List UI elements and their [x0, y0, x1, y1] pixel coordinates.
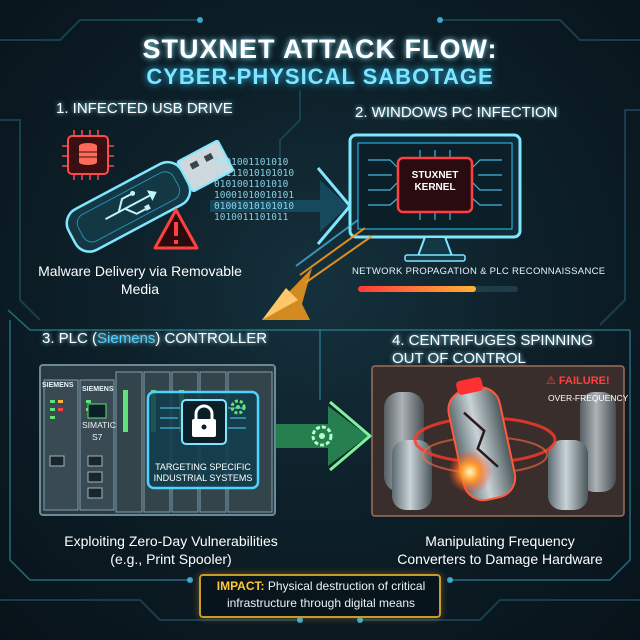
kernel-label-line-2: KERNEL	[414, 182, 456, 193]
kernel-label-line-1: STUXNET	[411, 170, 459, 181]
centrifuge-bank	[384, 392, 616, 510]
binary-text: 0101001101010 10111010101010 01010011010…	[214, 157, 294, 223]
step-4-label: 4. CENTRIFUGES SPINNING OUT OF CONTROL	[392, 332, 593, 368]
plc-panel-text-1: TARGETING SPECIFIC	[155, 462, 251, 472]
warning-icon	[153, 208, 199, 250]
impact-box	[199, 574, 441, 618]
plc-model-1: SIMATIC	[82, 420, 116, 430]
step-3-label-post: ) CONTROLLER	[155, 330, 268, 347]
gear-icon	[230, 399, 246, 415]
step-3-label: 3. PLC (Siemens) CONTROLLER	[42, 330, 267, 347]
step-4-caption-1: Manipulating Frequency	[425, 533, 575, 549]
binary-row: 0101001101010	[214, 179, 289, 190]
reconnaissance-progress-bar	[358, 286, 518, 292]
step-2-label: 2. WINDOWS PC INFECTION	[355, 104, 558, 121]
step-2-caption: NETWORK PROPAGATION & PLC RECONNAISSANCE	[352, 266, 606, 277]
over-frequency-label: OVER-FREQUENCY	[548, 393, 629, 403]
title-line-2: CYBER-PHYSICAL SABOTAGE	[146, 64, 494, 89]
step-4-label-2: OUT OF CONTROL	[392, 350, 526, 367]
impact-text: IMPACT: Physical destruction of critical…	[206, 578, 436, 612]
step-1-label: 1. INFECTED USB DRIVE	[56, 100, 233, 117]
plc-panel-text: TARGETING SPECIFIC INDUSTRIAL SYSTEMS	[150, 462, 256, 484]
step-1-caption: Malware Delivery via Removable Media	[38, 263, 242, 297]
failure-alert: ⚠ FAILURE!	[546, 374, 610, 387]
binary-row: 0101001101010	[214, 157, 289, 168]
impact-key: IMPACT:	[216, 579, 265, 593]
plc-panel-text-2: INDUSTRIAL SYSTEMS	[153, 473, 253, 483]
binary-row: 10001010010101	[214, 190, 295, 201]
binary-row: 01001010101010	[214, 201, 295, 212]
impact-description: Physical destruction of critical infrast…	[226, 579, 426, 610]
step-4-caption: Manipulating Frequency Converters to Dam…	[370, 532, 630, 568]
step-4-label-1: 4. CENTRIFUGES SPINNING	[392, 332, 593, 349]
title-line-1: STUXNET ATTACK FLOW:	[142, 34, 498, 64]
plc-model-2: S7	[92, 432, 103, 442]
command-arrow	[275, 400, 373, 472]
failure-alert-text: FAILURE!	[558, 375, 610, 387]
kernel-label: STUXNET KERNEL	[407, 170, 463, 194]
step-3-caption-2: (e.g., Print Spooler)	[110, 551, 232, 567]
binary-row: 1010011101011	[214, 212, 289, 223]
plc-brand-1: SIEMENS	[42, 382, 74, 389]
plc-brand-2: SIEMENS	[82, 386, 114, 393]
step-3-caption: Exploiting Zero-Day Vulnerabilities (e.g…	[26, 532, 316, 568]
step-4-caption-2: Converters to Damage Hardware	[397, 551, 603, 567]
monitor-icon	[348, 133, 522, 262]
step-3-label-pre: 3. PLC (	[42, 330, 98, 347]
centrifuge-icon	[413, 377, 557, 502]
failure-warning-icon: ⚠	[546, 375, 559, 387]
step-3-label-brand: Siemens	[97, 330, 156, 347]
binary-row: 10111010101010	[214, 168, 295, 179]
usb-drive-icon	[65, 139, 234, 253]
database-chip-icon	[62, 130, 114, 180]
step-3-caption-1: Exploiting Zero-Day Vulnerabilities	[64, 533, 278, 549]
